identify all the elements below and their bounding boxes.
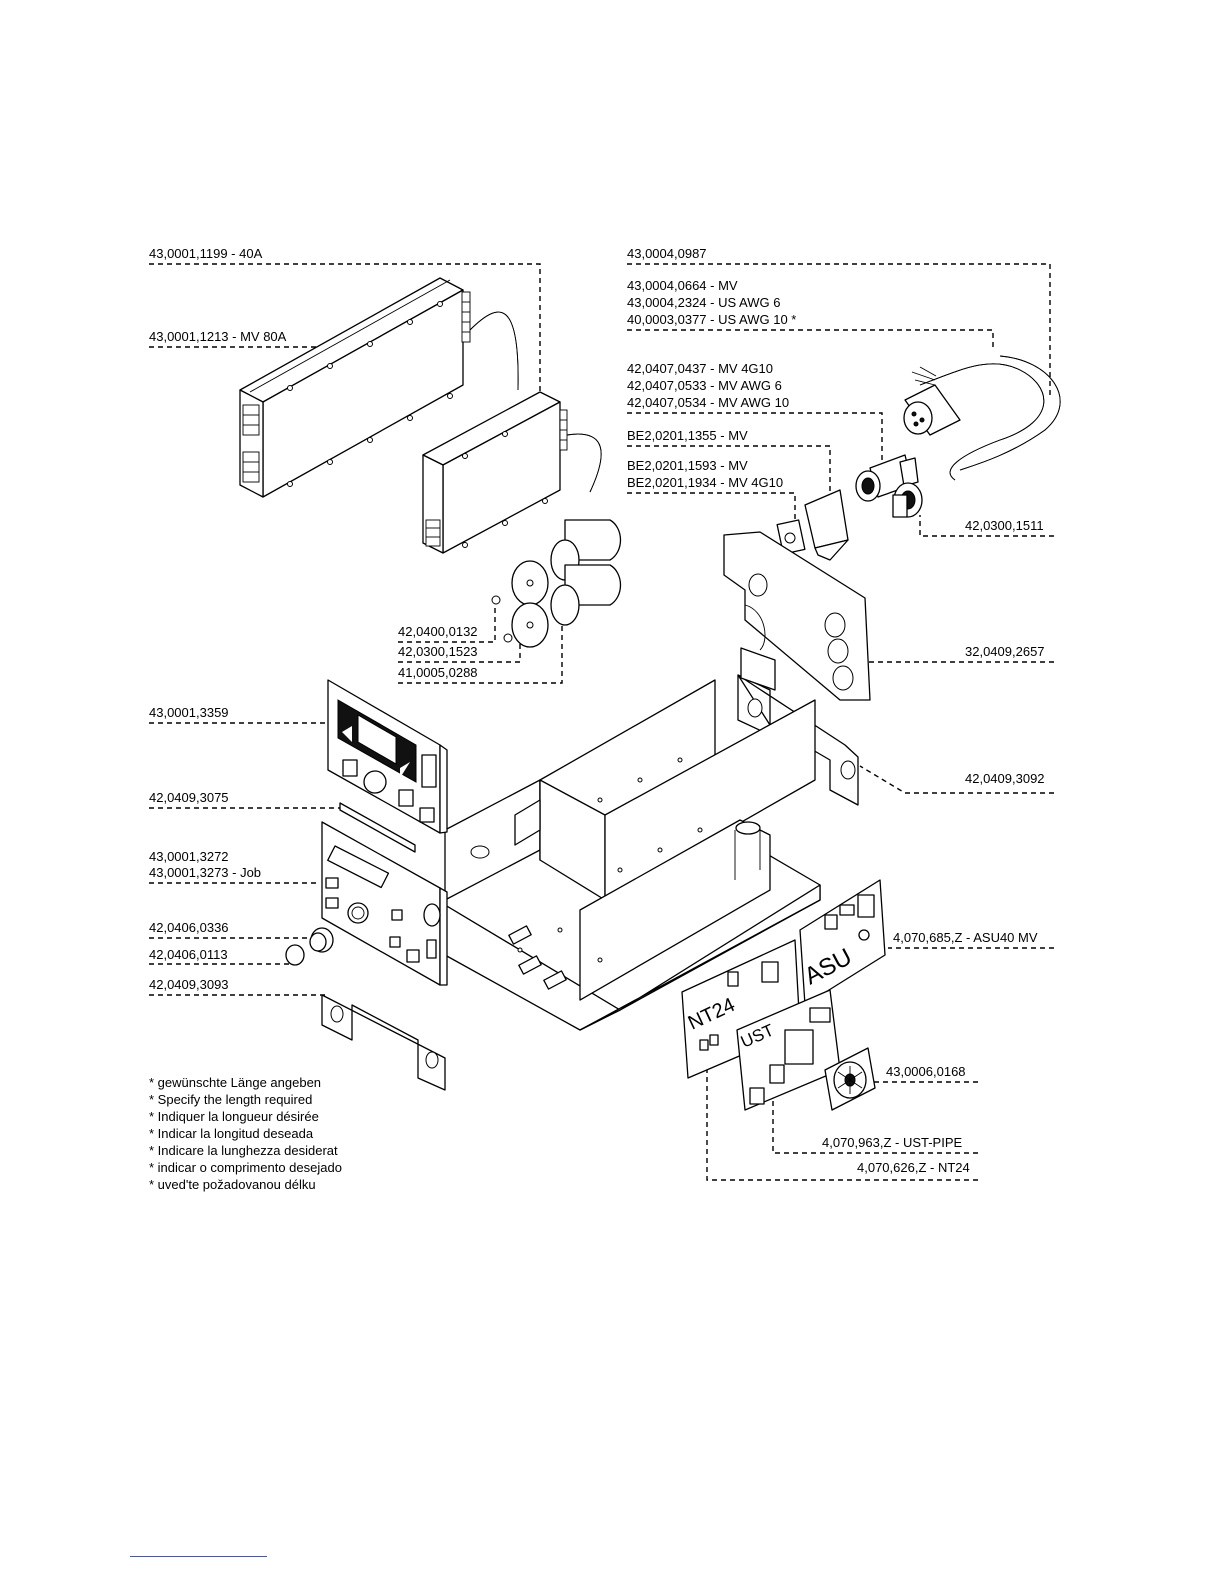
label-43-0001-3272: 43,0001,3272 bbox=[149, 849, 229, 864]
label-be2-0201-1355: BE2,0201,1355 - MV bbox=[627, 428, 748, 443]
label-43-0001-3273: 43,0001,3273 - Job bbox=[149, 865, 261, 880]
fan-43-0006-0168 bbox=[824, 1047, 876, 1111]
leader-be2-0201-1934 bbox=[627, 492, 796, 528]
leader-43-0001-1199 bbox=[149, 263, 541, 400]
capacitors bbox=[491, 519, 622, 648]
transformer-80a bbox=[239, 277, 519, 498]
label-42-0300-1523: 42,0300,1523 bbox=[398, 644, 478, 659]
leader-40-0003-0377 bbox=[627, 329, 994, 350]
label-4-070-963-z: 4,070,963,Z - UST-PIPE bbox=[822, 1135, 963, 1150]
part-labels: 43,0001,1199 - 40A 43,0001,1213 - MV 80A… bbox=[149, 246, 1045, 1175]
mains-cable bbox=[903, 355, 1061, 481]
leader-be2-0201-1355 bbox=[627, 445, 831, 492]
leader-42-0409-3092 bbox=[859, 765, 1054, 794]
label-43-0004-0987: 43,0004,0987 bbox=[627, 246, 707, 261]
panel-42-0409-3093 bbox=[321, 994, 446, 1091]
label-be2-0201-1593: BE2,0201,1593 - MV bbox=[627, 458, 748, 473]
label-32-0409-2657: 32,0409,2657 bbox=[965, 644, 1045, 659]
knob-42-0406-0336 bbox=[309, 927, 334, 953]
footer-rule bbox=[130, 1556, 267, 1557]
note-pt: * indicar o comprimento desejado bbox=[149, 1160, 342, 1175]
label-42-0407-0533: 42,0407,0533 - MV AWG 6 bbox=[627, 378, 782, 393]
back-panel-32-0409-2657 bbox=[723, 531, 871, 701]
leader-42-0300-1511 bbox=[919, 515, 1054, 537]
label-42-0409-3093: 42,0409,3093 bbox=[149, 977, 229, 992]
note-it: * Indicare la lunghezza desiderat bbox=[149, 1143, 338, 1158]
label-41-0005-0288: 41,0005,0288 bbox=[398, 665, 478, 680]
leader-4-070-963-z bbox=[772, 1082, 978, 1154]
label-42-0406-0113: 42,0406,0113 bbox=[149, 947, 228, 962]
label-42-0406-0336: 42,0406,0336 bbox=[149, 920, 229, 935]
leader-43-0004-0987 bbox=[627, 263, 1051, 395]
label-42-0407-0437: 42,0407,0437 - MV 4G10 bbox=[627, 361, 773, 376]
label-42-0300-1511: 42,0300,1511 bbox=[965, 518, 1044, 533]
knob-cap-42-0406-0113 bbox=[285, 944, 305, 966]
control-panel-43-0001-3272 bbox=[321, 821, 448, 986]
label-42-0407-0534: 42,0407,0534 - MV AWG 10 bbox=[627, 395, 789, 410]
label-4-070-685-z: 4,070,685,Z - ASU40 MV bbox=[893, 930, 1038, 945]
length-note-list: * gewünschte Länge angeben * Specify the… bbox=[149, 1074, 342, 1193]
pcb-ust-pipe: UST bbox=[736, 989, 841, 1111]
leader-41-0005-0288 bbox=[398, 604, 563, 684]
note-fr: * Indiquer la longueur désirée bbox=[149, 1109, 319, 1124]
label-43-0001-3359: 43,0001,3359 bbox=[149, 705, 229, 720]
label-4-070-626-z: 4,070,626,Z - NT24 bbox=[857, 1160, 970, 1175]
label-43-0001-1199: 43,0001,1199 - 40A bbox=[149, 246, 263, 261]
leader-4-070-626-z bbox=[706, 1050, 978, 1181]
chassis bbox=[444, 679, 821, 1031]
transformer-40a bbox=[422, 391, 602, 554]
bracket-be2 bbox=[776, 489, 849, 561]
socket-42-0300-1511 bbox=[892, 482, 923, 518]
label-42-0409-3092: 42,0409,3092 bbox=[965, 771, 1045, 786]
strain-relief bbox=[855, 454, 919, 502]
label-40-0003-0377: 40,0003,0377 - US AWG 10 * bbox=[627, 312, 796, 327]
label-42-0400-0132: 42,0400,0132 bbox=[398, 624, 478, 639]
label-be2-0201-1934: BE2,0201,1934 - MV 4G10 bbox=[627, 475, 783, 490]
label-42-0409-3075: 42,0409,3075 bbox=[149, 790, 229, 805]
label-43-0004-2324: 43,0004,2324 - US AWG 6 bbox=[627, 295, 780, 310]
note-cs: * uved'te požadovanou délku bbox=[149, 1177, 316, 1192]
label-43-0006-0168: 43,0006,0168 bbox=[886, 1064, 966, 1079]
note-de: * gewünschte Länge angeben bbox=[149, 1075, 322, 1090]
label-43-0001-1213: 43,0001,1213 - MV 80A bbox=[149, 329, 287, 344]
note-es: * Indicar la longitud deseada bbox=[149, 1126, 314, 1141]
label-43-0004-0664: 43,0004,0664 - MV bbox=[627, 278, 738, 293]
leader-42-0407-0534 bbox=[627, 412, 883, 462]
display-panel-43-0001-3359 bbox=[327, 679, 448, 853]
note-en: * Specify the length required bbox=[149, 1092, 313, 1107]
leader-42-0300-1523 bbox=[398, 640, 521, 663]
